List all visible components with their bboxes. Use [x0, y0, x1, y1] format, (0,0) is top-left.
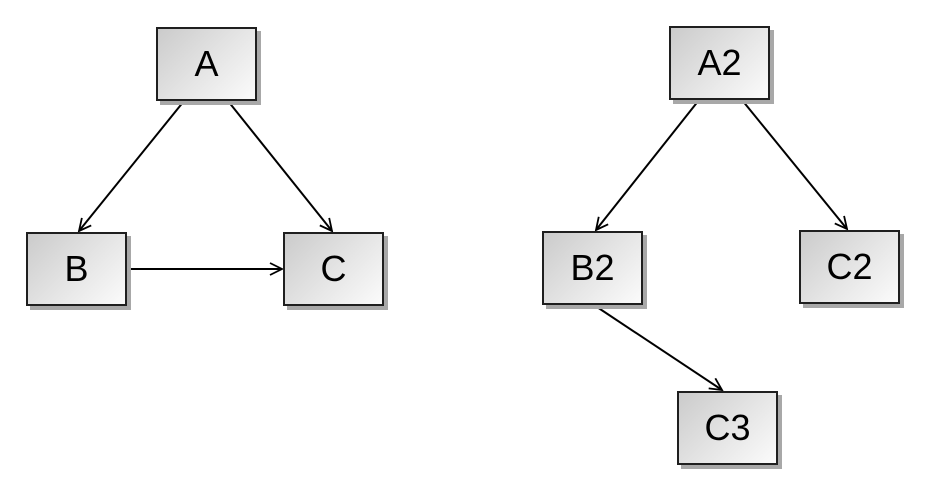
edge-A2-C2: [741, 99, 849, 231]
node-B[interactable]: B: [26, 232, 127, 306]
node-C-label: C: [320, 248, 347, 289]
node-B2-label: B2: [570, 247, 615, 288]
node-C2-label: C2: [826, 246, 873, 287]
node-C3[interactable]: C3: [677, 391, 778, 465]
node-A2[interactable]: A2: [669, 26, 770, 100]
node-A2-label: A2: [697, 42, 742, 83]
edge-A2-B2: [594, 99, 700, 232]
node-A-label: A: [194, 43, 219, 84]
node-C2[interactable]: C2: [799, 230, 900, 304]
node-C[interactable]: C: [283, 232, 384, 306]
node-B2[interactable]: B2: [542, 231, 643, 305]
node-A[interactable]: A: [156, 27, 257, 101]
node-B-label: B: [64, 248, 89, 289]
edge-A-C: [227, 100, 334, 233]
edge-B2-C3: [593, 304, 724, 392]
node-C3-label: C3: [704, 407, 751, 448]
edge-A-B: [77, 100, 185, 233]
